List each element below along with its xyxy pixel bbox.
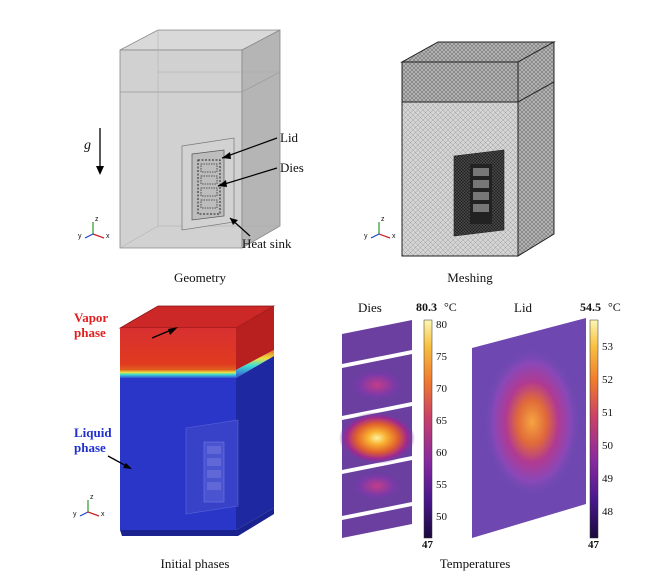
dies-tick-60: 60 [436, 447, 447, 459]
dies-tick-50: 50 [436, 511, 447, 523]
vapor-phase-label-2: phase [74, 325, 106, 340]
mesh-axis-z-label: z [381, 216, 385, 223]
geometry-panel: g Lid Dies Heat sink z y x [72, 20, 324, 266]
dies-tick-65: 65 [436, 415, 447, 427]
meshing-caption: Meshing [447, 270, 493, 285]
dies-tick-75: 75 [436, 351, 447, 363]
lid-min-label: 47 [588, 539, 599, 551]
heat-sink-label: Heat sink [242, 236, 292, 251]
dies-slabs [339, 320, 415, 538]
initial-phases-panel: Vapor phase Liquid phase z y x [68, 298, 326, 544]
liquid-phase-label-1: Liquid [74, 425, 112, 440]
phases-drawing [79, 305, 276, 536]
temperatures-drawing [339, 318, 599, 539]
dies-unit-label: °C [444, 300, 457, 314]
gravity-label: g [84, 138, 91, 153]
lid-tick-50: 50 [602, 440, 613, 452]
dies-tick-80: 80 [436, 319, 447, 331]
dies-label: Dies [280, 160, 304, 175]
lid-tick-53: 53 [602, 341, 613, 353]
meshing-drawing [370, 41, 556, 257]
phase-axis-y-label: y [73, 511, 77, 518]
geometry-caption: Geometry [174, 270, 226, 285]
axis-z-label: z [95, 216, 99, 223]
vapor-phase-label-1: Vapor [74, 310, 109, 325]
phase-axis-x-label: x [101, 511, 105, 518]
dies-max-label: 80.3 [416, 300, 437, 314]
liquid-phase-label-2: phase [74, 440, 106, 455]
mesh-axis-y-label: y [364, 233, 368, 240]
lid-label: Lid [280, 130, 299, 145]
phase-axis-z-label: z [90, 494, 94, 501]
initial-phases-caption: Initial phases [160, 556, 230, 571]
geometry-drawing [84, 29, 281, 249]
lid-tick-48: 48 [602, 506, 613, 518]
lid-max-label: 54.5 [580, 300, 601, 314]
axis-y-label: y [78, 233, 82, 240]
dies-tick-70: 70 [436, 383, 447, 395]
dies-min-label: 47 [422, 539, 433, 551]
axis-x-label: x [106, 233, 110, 240]
meshing-panel: z y x [358, 20, 580, 266]
temperatures-caption: Temperatures [439, 556, 511, 571]
temperatures-panel: Dies 80.3 °C 80 75 70 65 60 55 50 47 Lid… [332, 290, 632, 551]
lid-tick-51: 51 [602, 407, 613, 419]
dies-tick-55: 55 [436, 479, 447, 491]
lid-tick-52: 52 [602, 374, 613, 386]
lid-unit-label: °C [608, 300, 621, 314]
lid-tick-49: 49 [602, 473, 613, 485]
mesh-axis-x-label: x [392, 233, 396, 240]
dies-plot-title: Dies [358, 300, 382, 315]
lid-plot-title: Lid [514, 300, 533, 315]
